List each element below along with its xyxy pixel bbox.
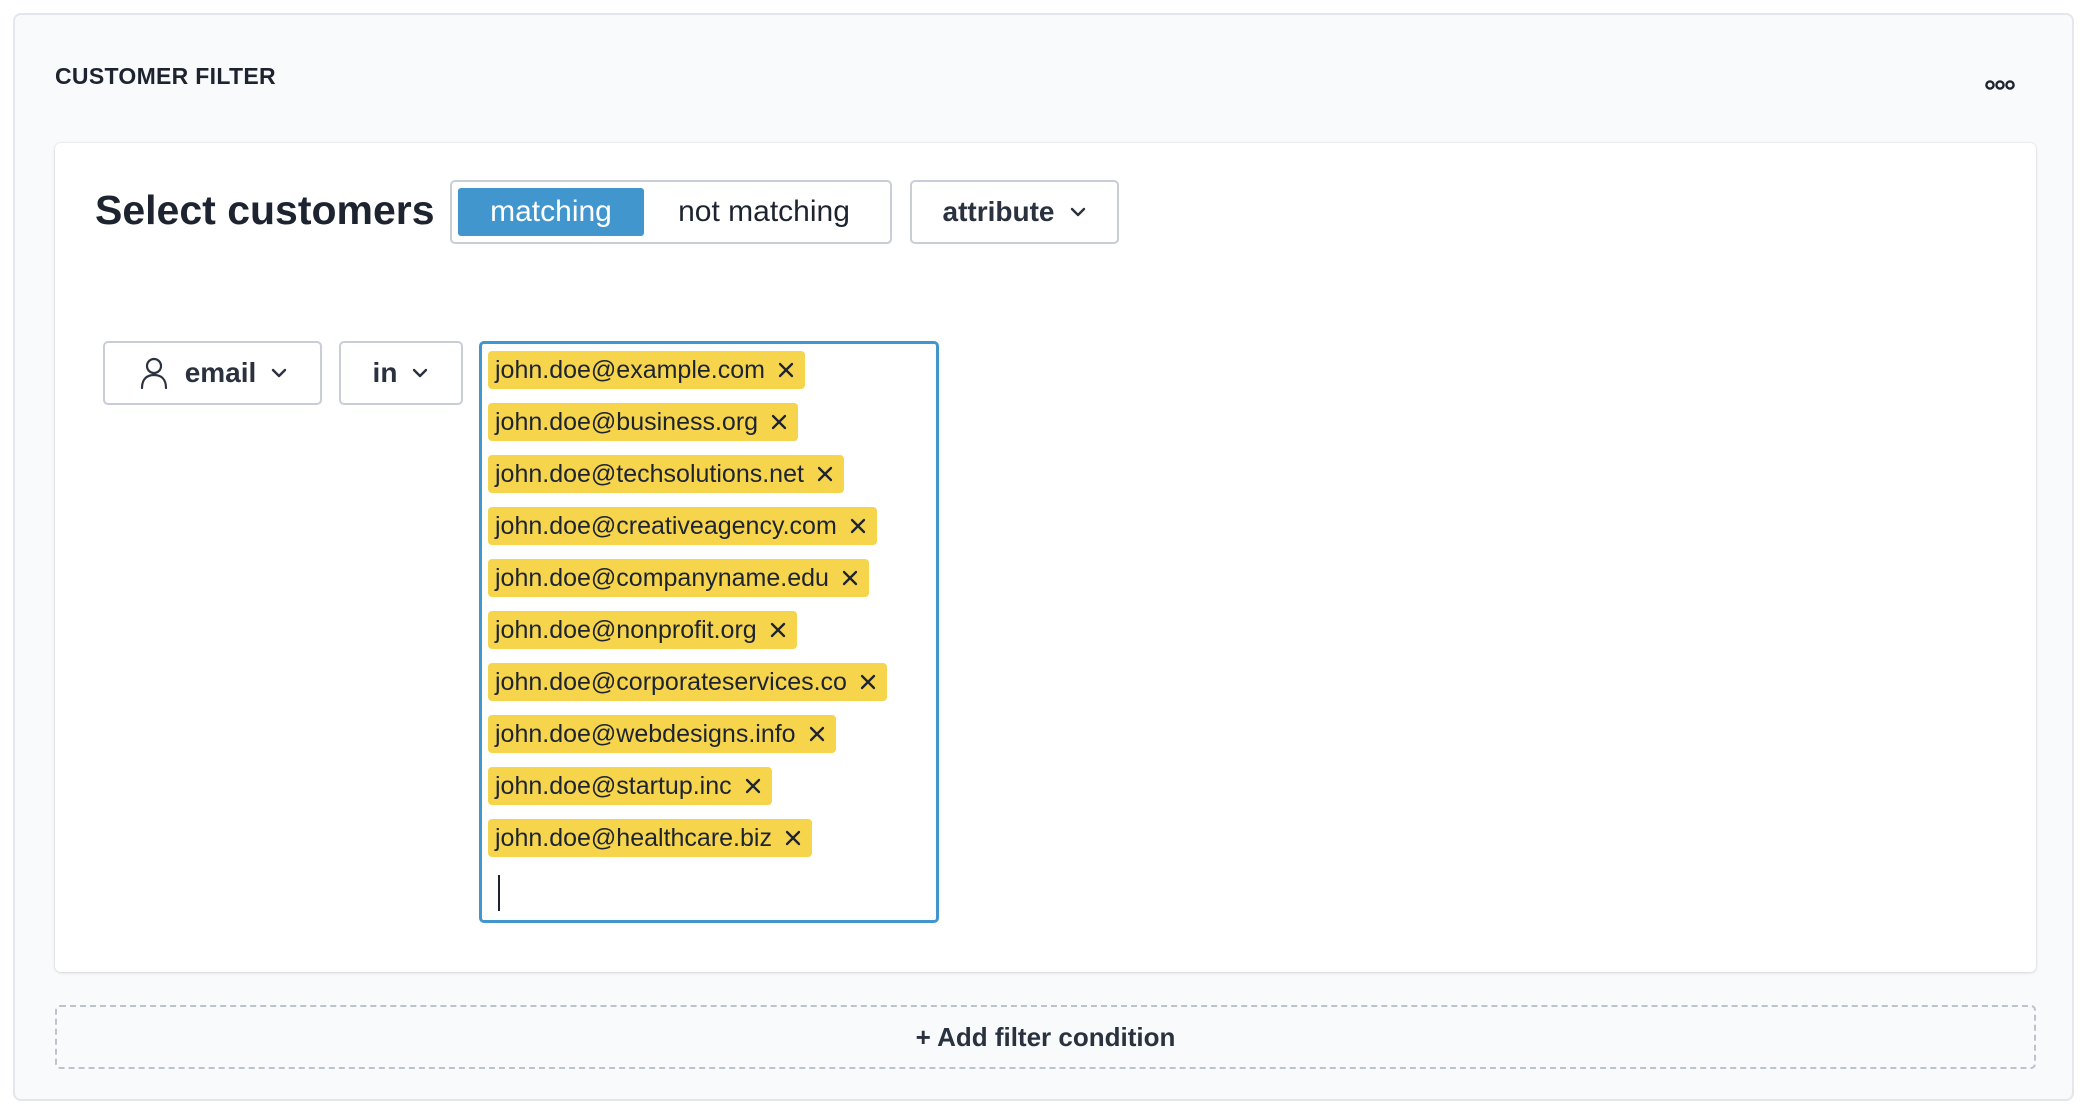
value-tag: john.doe@creativeagency.com <box>488 507 877 545</box>
value-tag: john.doe@startup.inc <box>488 767 772 805</box>
toggle-option-not-matching[interactable]: not matching <box>678 195 850 228</box>
filter-card: Select customers matching not matching a… <box>55 143 2036 972</box>
more-horizontal-icon <box>1985 80 2015 90</box>
value-tag-label: john.doe@startup.inc <box>495 771 732 800</box>
close-icon[interactable] <box>808 725 826 743</box>
value-tag: john.doe@techsolutions.net <box>488 455 844 493</box>
close-icon[interactable] <box>841 569 859 587</box>
value-tag-label: john.doe@companyname.edu <box>495 563 829 592</box>
value-tag: john.doe@business.org <box>488 403 799 441</box>
chevron-down-icon <box>1070 207 1085 217</box>
value-tag-label: john.doe@creativeagency.com <box>495 511 837 540</box>
value-tag: john.doe@healthcare.biz <box>488 819 812 857</box>
user-icon <box>140 357 167 390</box>
match-toggle: matching not matching <box>450 180 892 244</box>
value-tag-label: john.doe@example.com <box>495 355 765 384</box>
operator-dropdown-label: in <box>372 357 398 388</box>
close-icon[interactable] <box>769 621 787 639</box>
close-icon[interactable] <box>849 517 867 535</box>
chevron-down-icon <box>272 368 287 378</box>
value-tag-label: john.doe@techsolutions.net <box>495 459 804 488</box>
add-filter-condition-button[interactable]: + Add filter condition <box>55 1005 2036 1069</box>
value-tag-label: john.doe@healthcare.biz <box>495 823 772 852</box>
value-tag-label: john.doe@corporateservices.co <box>495 667 847 696</box>
close-icon[interactable] <box>859 673 877 691</box>
close-icon[interactable] <box>784 829 802 847</box>
value-tag: john.doe@example.com <box>488 351 805 389</box>
card-heading: Select customers <box>95 187 435 233</box>
chevron-down-icon <box>413 368 428 378</box>
value-tag-label: john.doe@nonprofit.org <box>495 615 757 644</box>
close-icon[interactable] <box>744 777 762 795</box>
operator-dropdown[interactable]: in <box>339 341 463 405</box>
field-dropdown-label: email <box>184 357 257 388</box>
scope-dropdown-label: attribute <box>942 196 1055 227</box>
close-icon[interactable] <box>777 361 795 379</box>
value-tag-label: john.doe@webdesigns.info <box>495 719 796 748</box>
customer-filter-panel: CUSTOMER FILTER Select customers matchin… <box>13 13 2074 1101</box>
close-icon[interactable] <box>770 413 788 431</box>
value-tag: john.doe@webdesigns.info <box>488 715 836 753</box>
field-dropdown[interactable]: email <box>103 341 322 405</box>
tag-input-row[interactable] <box>488 871 930 923</box>
value-tag: john.doe@companyname.edu <box>488 559 869 597</box>
values-tag-input[interactable]: john.doe@example.com john.doe@business.o… <box>479 341 939 923</box>
close-icon[interactable] <box>816 465 834 483</box>
value-tag: john.doe@nonprofit.org <box>488 611 797 649</box>
more-options-button[interactable] <box>1977 71 2023 99</box>
text-caret <box>498 875 500 911</box>
panel-title: CUSTOMER FILTER <box>55 63 276 89</box>
value-tag-label: john.doe@business.org <box>495 407 759 436</box>
scope-dropdown[interactable]: attribute <box>910 180 1119 244</box>
value-tag: john.doe@corporateservices.co <box>488 663 887 701</box>
toggle-option-matching[interactable]: matching <box>458 188 644 236</box>
